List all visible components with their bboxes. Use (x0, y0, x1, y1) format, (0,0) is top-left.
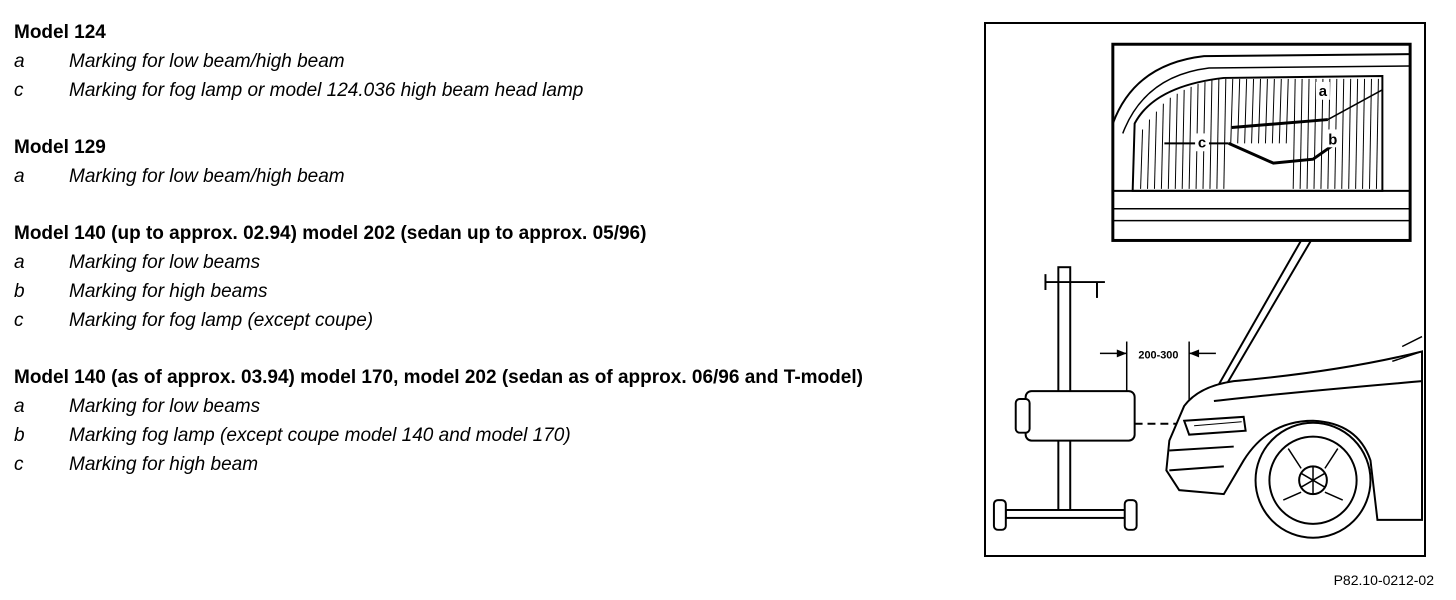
item-text: Marking for low beam/high beam (69, 51, 345, 72)
label-b: b (1328, 132, 1337, 148)
item-text: Marking fog lamp (except coupe model 140… (69, 425, 571, 446)
dimension-label: 200-300 (1138, 349, 1178, 361)
list-item: b Marking fog lamp (except coupe model 1… (14, 421, 964, 450)
item-text: Marking for fog lamp (except coupe) (69, 310, 374, 331)
headlamp-aiming-figure: a b c (984, 22, 1426, 557)
list-item: c Marking for fog lamp (except coupe) (14, 306, 964, 335)
item-letter: a (14, 51, 25, 72)
section-heading: Model 129 (14, 137, 106, 158)
item-text: Marking for high beam (69, 454, 259, 475)
section-model-129: Model 129 a Marking for low beam/high be… (14, 133, 964, 191)
list-item: a Marking for low beams (14, 248, 964, 277)
marking-line-a (1231, 118, 1329, 129)
section-model-140-late: Model 140 (as of approx. 03.94) model 17… (14, 363, 964, 479)
headlamp-aiming-device (992, 266, 1138, 531)
figure-caption: P82.10-0212-02 (1333, 572, 1434, 588)
label-c: c (1198, 135, 1206, 151)
list-item: c Marking for fog lamp or model 124.036 … (14, 76, 964, 105)
section-model-140-early: Model 140 (up to approx. 02.94) model 20… (14, 219, 964, 335)
item-text: Marking for low beam/high beam (69, 166, 345, 187)
list-item: a Marking for low beam/high beam (14, 162, 964, 191)
list-item: c Marking for high beam (14, 450, 964, 479)
item-text: Marking for fog lamp or model 124.036 hi… (69, 80, 584, 101)
item-letter: b (14, 281, 25, 302)
vehicle-front (1165, 335, 1424, 539)
label-a: a (1319, 84, 1328, 100)
section-heading: Model 140 (as of approx. 03.94) model 17… (14, 367, 863, 388)
item-letter: a (14, 396, 25, 417)
item-letter: c (14, 454, 24, 475)
section-heading: Model 124 (14, 22, 106, 43)
item-text: Marking for low beams (69, 252, 261, 273)
list-item: a Marking for low beams (14, 392, 964, 421)
item-letter: c (14, 80, 24, 101)
item-text: Marking for low beams (69, 396, 261, 417)
item-letter: a (14, 252, 25, 273)
list-item: a Marking for low beam/high beam (14, 47, 964, 76)
marking-line-b (1228, 141, 1334, 165)
headlamp-detail-inset: a b c (1111, 42, 1412, 242)
item-text: Marking for high beams (69, 281, 268, 302)
item-letter: c (14, 310, 24, 331)
item-letter: a (14, 166, 25, 187)
list-item: b Marking for high beams (14, 277, 964, 306)
instructions-text: Model 124 a Marking for low beam/high be… (14, 18, 964, 507)
figure-drawing: a b c (992, 42, 1424, 539)
section-heading: Model 140 (up to approx. 02.94) model 20… (14, 223, 647, 244)
item-letter: b (14, 425, 25, 446)
section-model-124: Model 124 a Marking for low beam/high be… (14, 18, 964, 105)
